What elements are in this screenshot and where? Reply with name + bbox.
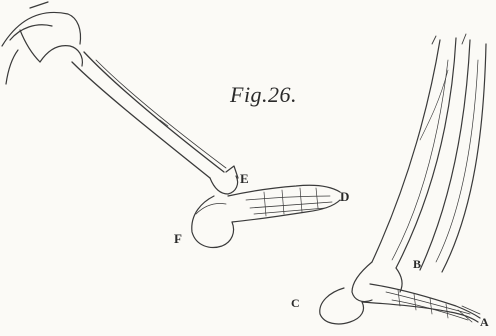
label-b: B [413, 258, 421, 270]
label-d: D [340, 190, 349, 203]
right-long-bones [372, 34, 486, 272]
figure-title: Fig.26. [230, 84, 297, 106]
label-e: E [240, 172, 249, 185]
label-a: A [480, 316, 489, 328]
label-f: F [174, 232, 182, 245]
left-long-bone [72, 52, 226, 178]
label-c: C [291, 297, 300, 309]
right-foot-bones [320, 262, 480, 324]
left-foot-bones [192, 166, 340, 247]
left-hip-bones [2, 2, 82, 84]
